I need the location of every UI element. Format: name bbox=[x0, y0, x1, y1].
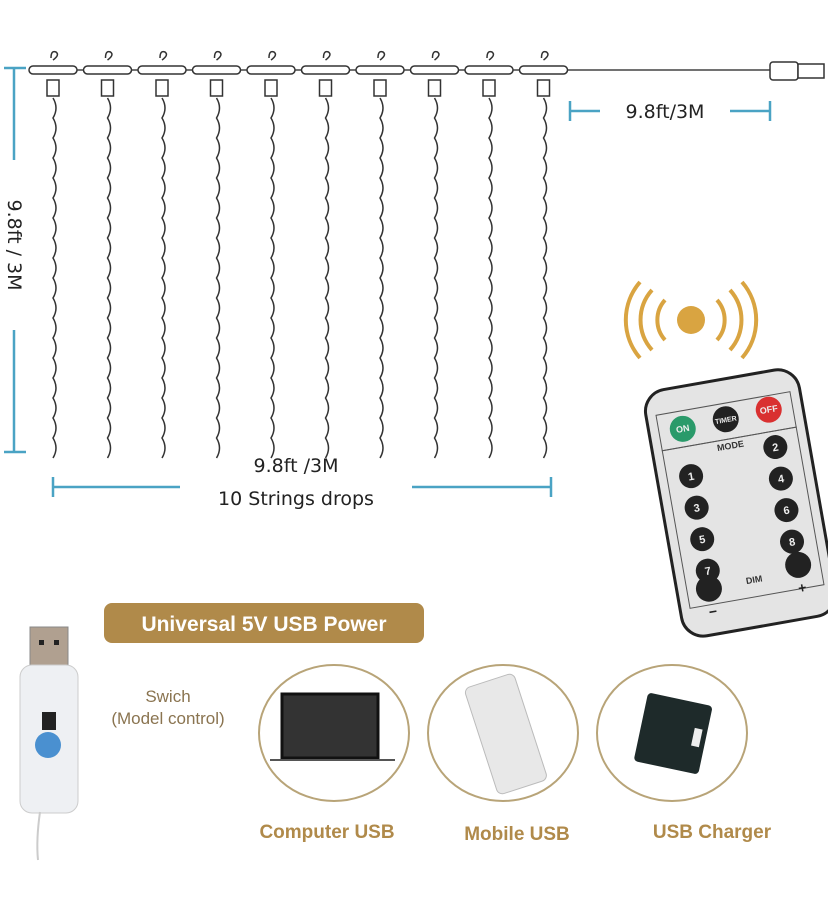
strings-label: 10 Strings drops bbox=[218, 488, 374, 510]
on-label: ON bbox=[675, 423, 690, 435]
light-string bbox=[518, 50, 569, 459]
power-banner-text: Universal 5V USB Power bbox=[141, 613, 386, 636]
remote-number-button: 6 bbox=[774, 498, 799, 523]
wireless-signal-icon bbox=[623, 280, 759, 360]
cable-length-label: 9.8ft/3M bbox=[626, 101, 705, 123]
light-string bbox=[464, 50, 514, 459]
remote-control: ON TIMER OFF MODE 1 2 3 4 5 6 7 8 DIM − + bbox=[643, 368, 828, 638]
svg-text:5: 5 bbox=[698, 534, 706, 547]
on-button bbox=[669, 415, 696, 442]
cable-dimension bbox=[568, 101, 772, 121]
light-string bbox=[246, 50, 296, 459]
svg-text:2: 2 bbox=[771, 442, 779, 455]
dim-minus-label: − bbox=[708, 603, 719, 620]
remote-number-button: 2 bbox=[763, 435, 788, 460]
light-strings bbox=[28, 50, 569, 459]
remote-number-button: 8 bbox=[780, 529, 805, 554]
light-string bbox=[191, 50, 242, 459]
light-string bbox=[355, 50, 405, 459]
svg-text:7: 7 bbox=[704, 565, 712, 578]
light-string bbox=[409, 50, 460, 459]
svg-text:4: 4 bbox=[777, 473, 786, 486]
light-string bbox=[28, 50, 78, 459]
height-label: 9.8ft / 3M bbox=[3, 200, 25, 291]
usb-charger-label: USB Charger bbox=[653, 822, 772, 843]
dim-label: DIM bbox=[745, 573, 763, 586]
svg-text:8: 8 bbox=[788, 536, 796, 549]
height-dimension bbox=[4, 66, 26, 454]
width-dimension bbox=[51, 477, 553, 497]
remote-number-button: 3 bbox=[684, 495, 709, 520]
computer-circle bbox=[258, 664, 410, 802]
off-label: OFF bbox=[759, 403, 779, 416]
power-bank-icon bbox=[464, 673, 547, 795]
timer-label: TIMER bbox=[715, 415, 738, 426]
switch-label-detail: (Model control) bbox=[111, 709, 224, 728]
svg-text:6: 6 bbox=[783, 505, 791, 518]
charger-circle bbox=[596, 664, 748, 802]
usb-controller-icon bbox=[19, 626, 79, 861]
light-string bbox=[300, 50, 351, 459]
width-label: 9.8ft /3M bbox=[254, 455, 339, 477]
svg-text:1: 1 bbox=[687, 471, 695, 484]
remote-number-button: 5 bbox=[690, 527, 715, 552]
mobile-usb-label: Mobile USB bbox=[464, 824, 570, 845]
remote-number-button: 7 bbox=[695, 558, 720, 583]
power-banner bbox=[104, 603, 424, 643]
usb-charger-icon bbox=[634, 693, 712, 774]
remote-number-button: 1 bbox=[679, 464, 704, 489]
computer-usb-label: Computer USB bbox=[259, 822, 394, 843]
dim-plus-label: + bbox=[797, 579, 808, 596]
light-string bbox=[137, 50, 187, 459]
mode-label: MODE bbox=[716, 439, 744, 454]
svg-text:3: 3 bbox=[693, 502, 701, 515]
light-string bbox=[82, 50, 133, 459]
mobile-circle bbox=[427, 664, 579, 802]
usb-plug-icon bbox=[769, 61, 825, 81]
remote-number-button: 4 bbox=[768, 466, 793, 491]
switch-label: Swich bbox=[145, 687, 190, 706]
laptop-icon bbox=[270, 692, 395, 761]
